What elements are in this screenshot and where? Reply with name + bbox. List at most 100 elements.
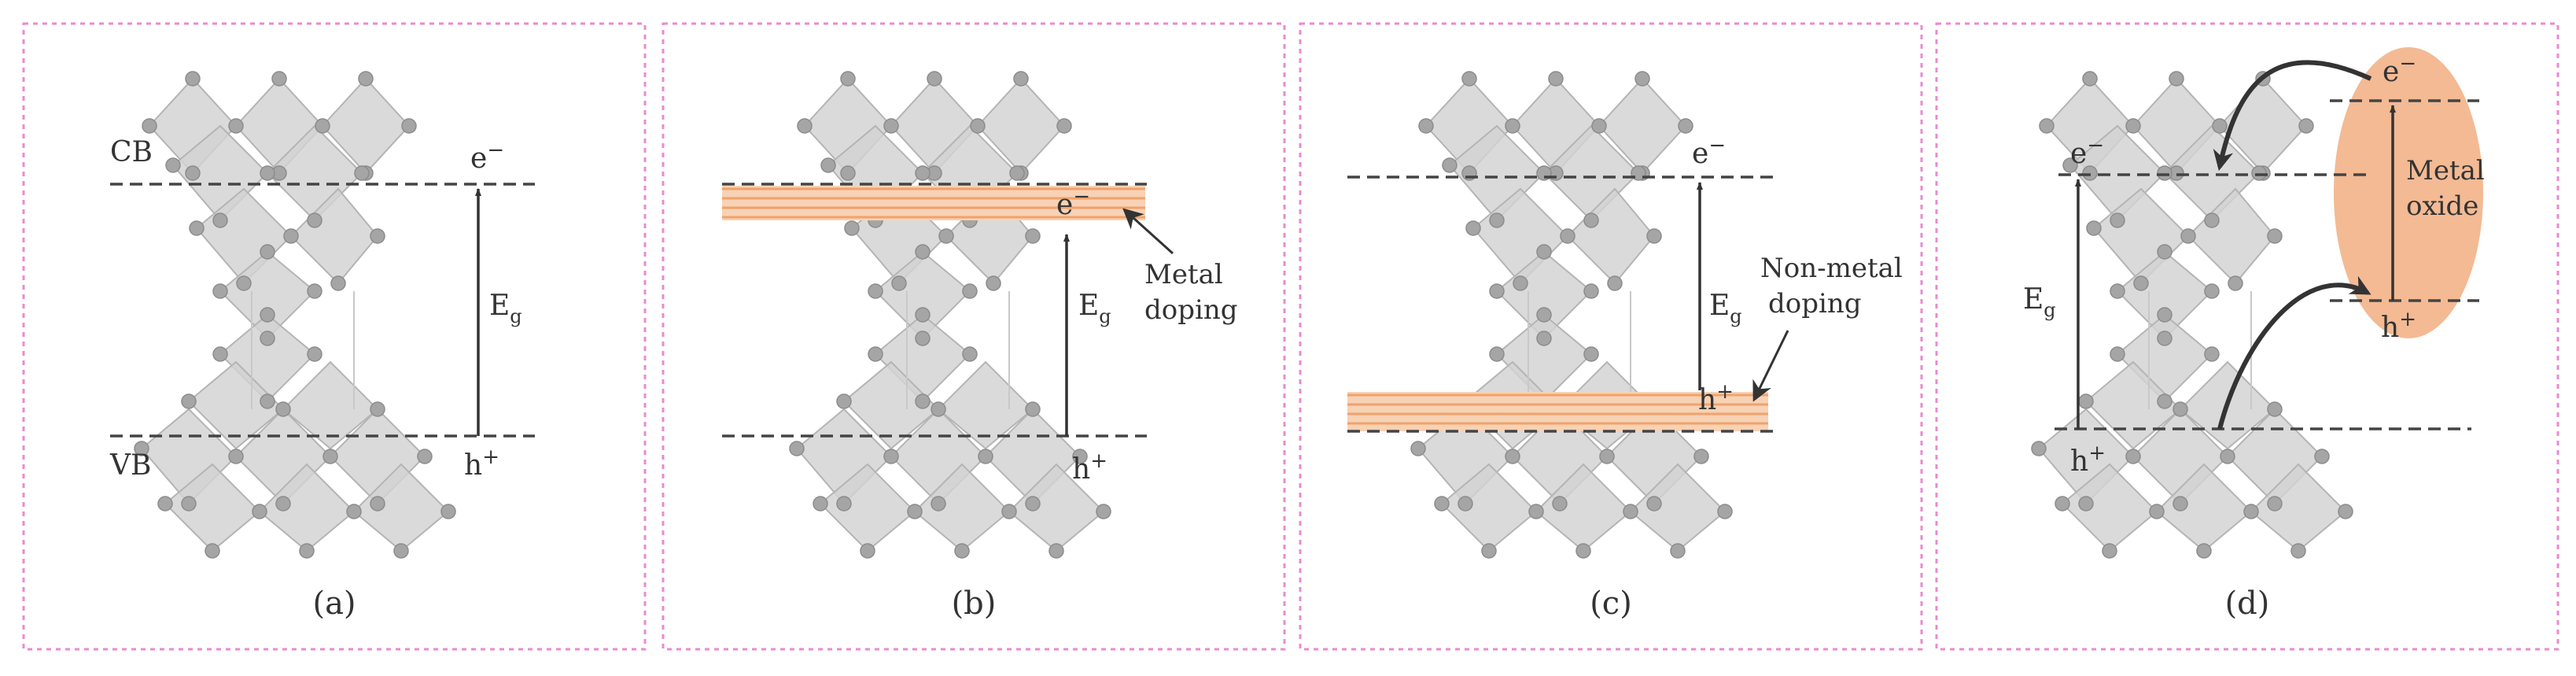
atom (236, 275, 252, 291)
atom (1481, 543, 1497, 559)
non-metal-doping-annotation-line1: Non-metal (1760, 253, 1903, 284)
atom (1048, 543, 1064, 559)
atom (1013, 71, 1029, 87)
atom (970, 118, 986, 134)
atom (1465, 220, 1481, 236)
atom (393, 543, 409, 559)
atom (275, 401, 291, 417)
atom (346, 504, 362, 519)
hole-label-base: h (1072, 453, 1090, 486)
atom (185, 71, 201, 87)
electron-transfer-arrow (2213, 60, 2372, 172)
band-gap-label: Eg (2023, 283, 2056, 321)
perovskite-crystal-structure (134, 71, 456, 559)
atom (212, 212, 228, 228)
atom (891, 275, 907, 291)
panel-frame (1935, 22, 2559, 651)
atom (2290, 543, 2306, 559)
electron-label: e− (1692, 134, 1726, 170)
atom (157, 496, 173, 512)
band-gap-label: Eg (1078, 290, 1111, 327)
oxide-hole-label-sup: + (2399, 308, 2416, 331)
atom (2031, 441, 2047, 456)
atom (275, 496, 291, 512)
atom (844, 220, 860, 236)
atom (915, 165, 931, 181)
atom (1646, 496, 1662, 512)
atom (1458, 496, 1473, 512)
panel-caption: (c) (1590, 585, 1632, 622)
atom (1583, 283, 1599, 299)
atom (134, 441, 149, 456)
atom (2172, 496, 2188, 512)
atom (840, 165, 856, 181)
panel-frame (662, 22, 1286, 651)
atom (1513, 275, 1528, 291)
atom (1461, 71, 1477, 87)
atom (1489, 212, 1505, 228)
atom (1670, 543, 1686, 559)
atom (2125, 118, 2141, 134)
non-metal-doping-annotation-line2: doping (1768, 288, 1862, 320)
atom (883, 118, 899, 134)
atom (2157, 393, 2172, 409)
metal-doping-band (722, 186, 1145, 220)
crystal-octahedra (796, 78, 1104, 552)
atom (440, 504, 456, 519)
atom (954, 543, 970, 559)
oxide-electron-label-sup: − (2399, 52, 2416, 76)
metal-oxide-annotation-line1: Metal (2406, 155, 2485, 187)
atom (931, 401, 946, 417)
atom (1583, 212, 1599, 228)
atom (2062, 157, 2078, 173)
atom (2298, 118, 2314, 134)
electron-label-base: e (2070, 138, 2087, 170)
atom (228, 118, 244, 134)
metal-doping-annotation-line1: Metal (1144, 259, 1223, 290)
band-gap-label-base: E (489, 290, 510, 322)
atom (2110, 283, 2125, 299)
atom (299, 543, 315, 559)
atom (978, 449, 993, 464)
atom (417, 449, 433, 464)
atom (1583, 346, 1599, 362)
electron-label-sup: − (1073, 185, 1090, 209)
atom (307, 346, 322, 362)
atom (907, 504, 923, 519)
atom (1410, 441, 1426, 456)
atom (1001, 504, 1017, 519)
atom (260, 393, 275, 409)
atom (1575, 543, 1591, 559)
atom (1623, 504, 1638, 519)
atom (271, 71, 287, 87)
atom (2157, 165, 2172, 181)
hole-transfer-arrow (2217, 275, 2371, 430)
atom (2110, 212, 2125, 228)
atom (2110, 346, 2125, 362)
atom (1489, 283, 1505, 299)
atom (931, 496, 946, 512)
atom (1536, 244, 1552, 260)
atom (315, 118, 330, 134)
hole-label: h+ (2070, 441, 2106, 478)
atom (1646, 228, 1662, 244)
atom (883, 449, 899, 464)
atom (2082, 71, 2098, 87)
atom (1536, 307, 1552, 323)
atom (1552, 496, 1568, 512)
atom (836, 496, 852, 512)
atom (2125, 449, 2141, 464)
hole-label-sup: + (1716, 380, 1734, 404)
atom (1591, 118, 1607, 134)
atom (205, 543, 220, 559)
atom (962, 346, 978, 362)
atom (1528, 504, 1544, 519)
atom (2157, 244, 2172, 260)
atom (789, 441, 805, 456)
atom (2149, 504, 2165, 519)
atom (1442, 157, 1458, 173)
atom (260, 331, 275, 346)
